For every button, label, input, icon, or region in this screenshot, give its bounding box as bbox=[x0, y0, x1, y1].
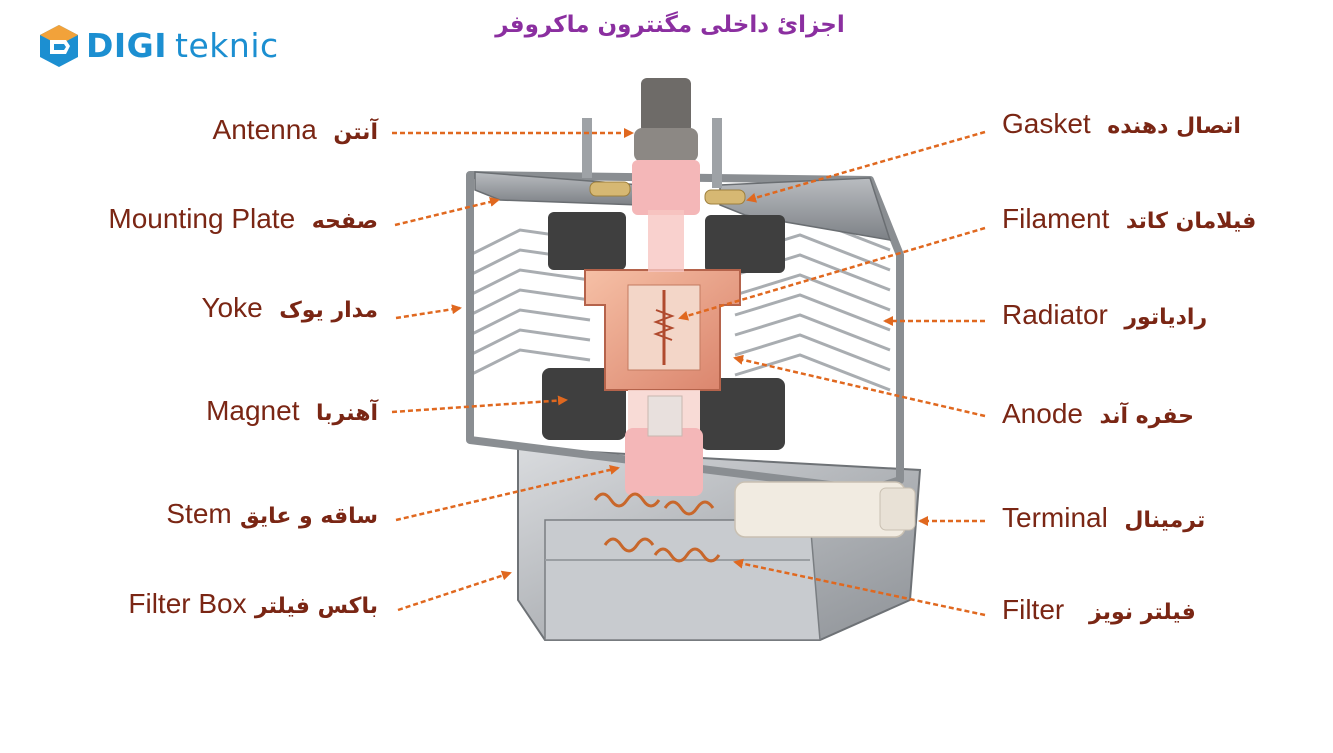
label-yoke-en: Yoke bbox=[201, 292, 263, 323]
label-anode: Anode حفره آند bbox=[1002, 398, 1194, 430]
label-stem: Stem ساقه و عایق bbox=[166, 498, 378, 530]
gasket-arrow bbox=[746, 130, 986, 203]
label-filter-box-fa: باکس فیلتر bbox=[254, 594, 378, 619]
label-yoke-fa: مدار یوک bbox=[279, 298, 378, 323]
label-antenna-en: Antenna bbox=[212, 114, 317, 145]
label-mounting-plate-fa: صفحه bbox=[311, 209, 378, 234]
filter-arrow bbox=[733, 558, 986, 617]
label-terminal-en: Terminal bbox=[1002, 502, 1108, 533]
upper-magnet-shape bbox=[548, 212, 785, 273]
label-filament: Filament فیلامان کاتد bbox=[1002, 203, 1256, 235]
label-terminal-fa: ترمینال bbox=[1124, 508, 1206, 533]
label-gasket-fa: اتصال دهنده bbox=[1107, 114, 1241, 139]
label-radiator: Radiator رادیاتور bbox=[1002, 299, 1207, 331]
label-filter-box: Filter Box باکس فیلتر bbox=[128, 588, 378, 620]
label-gasket-en: Gasket bbox=[1002, 108, 1091, 139]
magnet-arrow bbox=[391, 395, 568, 414]
label-magnet: Magnet آهنربا bbox=[206, 395, 378, 427]
label-filter: Filter فیلتر نویز bbox=[1002, 594, 1196, 626]
label-terminal: Terminal ترمینال bbox=[1002, 502, 1205, 534]
label-radiator-en: Radiator bbox=[1002, 299, 1108, 330]
anode-block-shape bbox=[584, 269, 741, 391]
label-filament-fa: فیلامان کاتد bbox=[1125, 209, 1257, 234]
label-filter-fa: فیلتر نویز bbox=[1089, 600, 1196, 625]
right-callout-arrows bbox=[678, 130, 986, 617]
gasket-shape bbox=[589, 181, 746, 205]
label-yoke: Yoke مدار یوک bbox=[201, 292, 378, 324]
label-filter-en: Filter bbox=[1002, 594, 1065, 625]
left-callout-arrows bbox=[391, 128, 634, 612]
mounting-studs bbox=[582, 118, 722, 188]
label-stem-en: Stem bbox=[166, 498, 232, 529]
terminal-shape bbox=[734, 481, 916, 538]
filter-box-arrow bbox=[397, 570, 512, 612]
logo-text-teknic: teknic bbox=[175, 25, 279, 65]
filament-arrow bbox=[678, 226, 986, 321]
label-filament-en: Filament bbox=[1002, 203, 1110, 234]
diagram-title: اجزائ داخلی مگنترون ماکروفر bbox=[495, 12, 845, 38]
antenna-shape bbox=[632, 78, 700, 272]
label-mounting-plate-en: Mounting Plate bbox=[108, 203, 296, 234]
digiteknic-logo-icon bbox=[40, 25, 78, 67]
anode-arrow bbox=[733, 354, 986, 418]
stem-shape bbox=[625, 390, 703, 496]
yoke-arrow bbox=[395, 304, 462, 320]
label-antenna-fa: آنتن bbox=[333, 120, 378, 145]
label-antenna: Antenna آنتن bbox=[213, 114, 378, 146]
label-radiator-fa: رادیاتور bbox=[1124, 305, 1208, 330]
mounting-plate-arrow bbox=[394, 197, 500, 227]
label-magnet-fa: آهنربا bbox=[316, 401, 378, 426]
label-magnet-en: Magnet bbox=[206, 395, 300, 426]
stem-arrow bbox=[395, 464, 620, 522]
label-anode-fa: حفره آند bbox=[1099, 404, 1195, 429]
label-gasket: Gasket اتصال دهنده bbox=[1002, 108, 1241, 140]
filter-coils bbox=[593, 492, 721, 563]
label-anode-en: Anode bbox=[1002, 398, 1083, 429]
logo-text-digi: DIGI bbox=[86, 25, 168, 65]
label-stem-fa: ساقه و عایق bbox=[239, 504, 378, 529]
label-filter-box-en: Filter Box bbox=[128, 588, 247, 619]
label-mounting-plate: Mounting Plate صفحه bbox=[108, 203, 378, 235]
